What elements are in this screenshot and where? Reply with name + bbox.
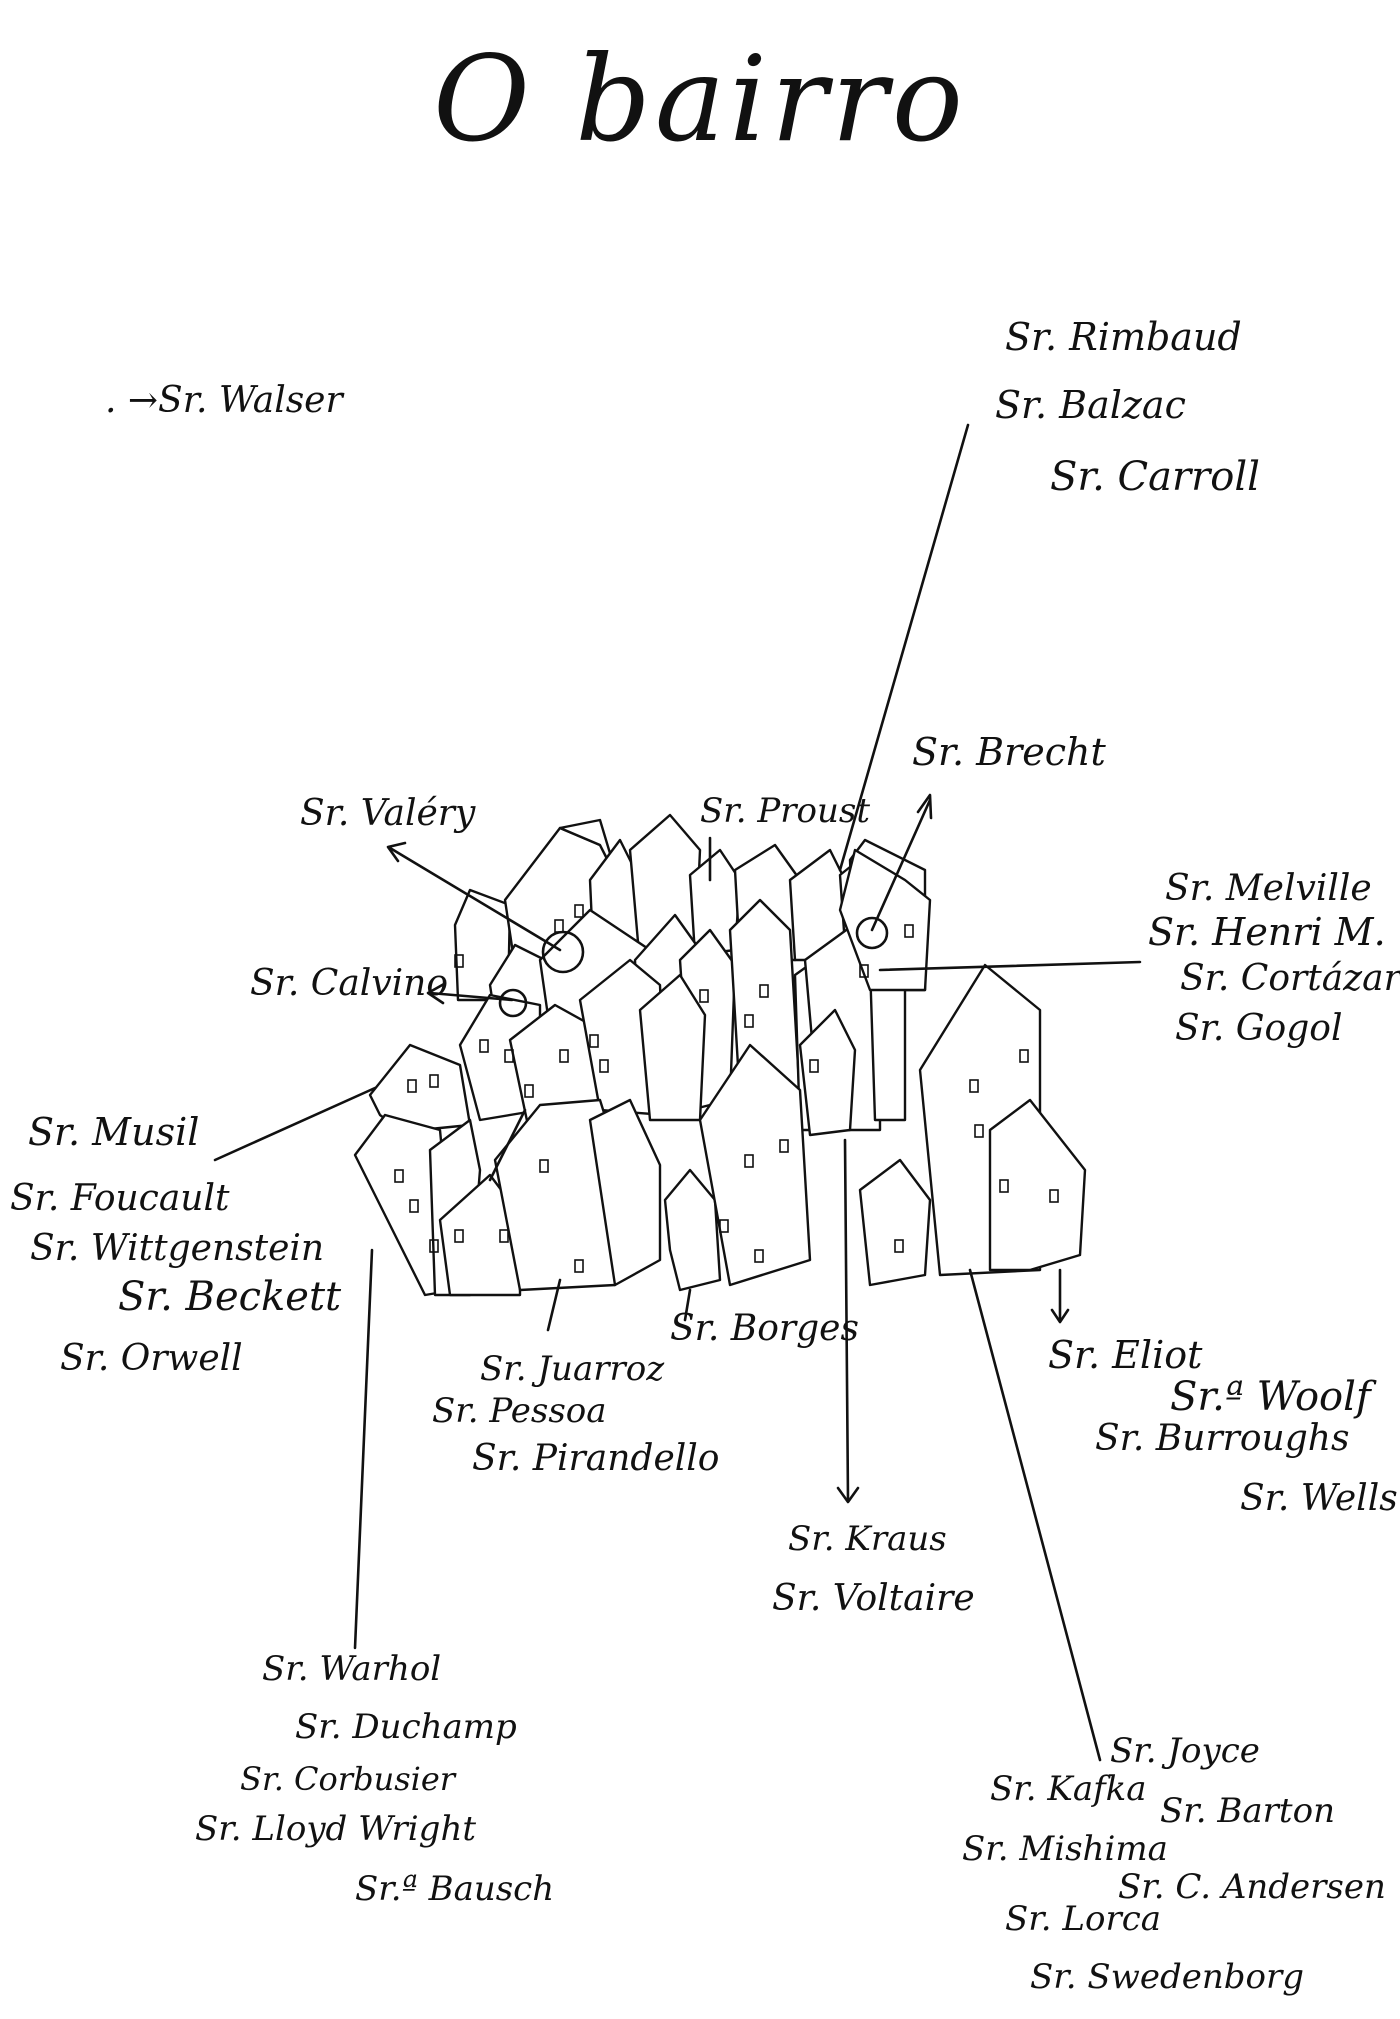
valery-marker [541, 930, 585, 974]
street-barton: Sr. Barton [1160, 1791, 1335, 1831]
street-rimbaud: Sr. Rimbaud [1005, 315, 1242, 359]
street-carroll: Sr. Carroll [1050, 454, 1260, 500]
street-balzac: Sr. Balzac [995, 383, 1186, 427]
street-borges: Sr. Borges [670, 1308, 859, 1349]
street-pessoa: Sr. Pessoa [432, 1391, 607, 1431]
street-duchamp: Sr. Duchamp [295, 1707, 517, 1747]
calvino-marker [498, 988, 528, 1018]
house [588, 1098, 662, 1287]
street-valery: Sr. Valéry [300, 793, 476, 834]
connectors [213, 423, 1142, 1762]
house [838, 848, 932, 992]
joyce-line [968, 1268, 1102, 1762]
brecht-arrow [916, 793, 933, 820]
street-cortazar: Sr. Cortázar [1180, 958, 1400, 999]
street-orwell: Sr. Orwell [60, 1338, 243, 1379]
melville-line [878, 960, 1142, 972]
street-kraus: Sr. Kraus [788, 1519, 947, 1559]
street-walser: . →Sr. Walser [105, 380, 344, 421]
street-kafka: Sr. Kafka [990, 1769, 1147, 1809]
street-swedenborg: Sr. Swedenborg [1030, 1957, 1304, 1997]
house [858, 1158, 932, 1287]
street-burroughs: Sr. Burroughs [1095, 1418, 1349, 1459]
house [798, 1008, 857, 1137]
street-brecht: Sr. Brecht [912, 730, 1107, 774]
street-calvino: Sr. Calvino [250, 963, 448, 1004]
street-proust: Sr. Proust [700, 791, 870, 831]
warhol-line [353, 1248, 374, 1650]
brecht-marker [855, 916, 889, 950]
calvino-arrow [426, 982, 446, 1005]
juarroz-tick [488, 1108, 527, 1182]
street-mishima: Sr. Mishima [962, 1829, 1168, 1869]
house [988, 1098, 1087, 1272]
street-beckett: Sr. Beckett [118, 1274, 342, 1320]
kraus-line [843, 1138, 850, 1502]
street-juarroz: Sr. Juarroz [480, 1349, 665, 1389]
street-foucault: Sr. Foucault [10, 1178, 230, 1219]
kraus-arrow [836, 1486, 860, 1504]
borges-line [683, 1288, 692, 1322]
street-woolf: Sr.ª Woolf [1170, 1374, 1377, 1420]
musil-line [213, 1086, 377, 1162]
street-wittgenstein: Sr. Wittgenstein [30, 1228, 324, 1269]
street-lloyd-wright: Sr. Lloyd Wright [195, 1809, 476, 1849]
street-henri-m: Sr. Henri M. [1148, 910, 1386, 954]
valery-line [388, 846, 562, 952]
street-andersen: Sr. C. Andersen [1118, 1867, 1386, 1907]
calvino-line [428, 991, 514, 1002]
house [638, 973, 707, 1122]
street-bausch: Sr.ª Bausch [355, 1869, 554, 1909]
street-gogol: Sr. Gogol [1175, 1008, 1342, 1049]
eliot-arrow [1050, 1308, 1070, 1324]
houses-cluster [353, 813, 1087, 1297]
street-joyce: Sr. Joyce [1110, 1731, 1260, 1771]
rimbaud-line [838, 423, 970, 872]
street-labels: . →Sr. Walser Sr. Rimbaud Sr. Balzac Sr.… [10, 315, 1400, 1997]
juarroz-line [546, 1278, 562, 1332]
street-wells: Sr. Wells [1240, 1478, 1398, 1519]
map-title: O bairro [433, 30, 967, 168]
street-corbusier: Sr. Corbusier [240, 1760, 457, 1798]
street-lorca: Sr. Lorca [1005, 1899, 1161, 1939]
street-eliot: Sr. Eliot [1048, 1333, 1203, 1377]
street-voltaire: Sr. Voltaire [772, 1578, 975, 1619]
house [663, 1168, 722, 1292]
street-musil: Sr. Musil [28, 1110, 199, 1154]
brecht-line [870, 798, 932, 932]
street-melville: Sr. Melville [1165, 868, 1372, 909]
street-warhol: Sr. Warhol [262, 1649, 441, 1689]
valery-arrow [386, 841, 407, 863]
house-windows [394, 904, 1059, 1273]
street-pirandello: Sr. Pirandello [472, 1438, 719, 1479]
